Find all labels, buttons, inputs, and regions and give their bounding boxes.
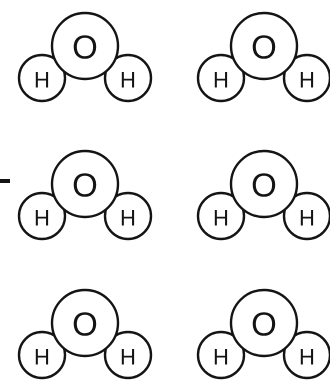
hydrogen-atom-right: H [282,53,330,103]
oxygen-atom: O [50,149,120,219]
oxygen-atom: O [229,288,299,358]
water-molecule: H HO [196,149,330,241]
hydrogen-atom-right: H [103,330,153,380]
oxygen-atom-circle [50,288,120,358]
hydrogen-atom-right-label: H [299,345,315,370]
oxygen-atom: O [229,11,299,81]
hydrogen-atom-left: H [196,53,246,103]
water-molecule: H HO [17,149,153,241]
hydrogen-atom-right-label: H [120,345,136,370]
oxygen-atom-circle [50,11,120,81]
oxygen-atom-label: O [72,306,98,343]
hydrogen-atom-left-circle [17,191,67,241]
hydrogen-atom-right: H [103,191,153,241]
hydrogen-atom-right-circle [103,53,153,103]
hydrogen-atom-left-circle [17,330,67,380]
hydrogen-atom-left-label: H [213,206,229,231]
water-molecule: H HO [17,11,153,103]
oxygen-atom-circle [50,149,120,219]
oxygen-atom-label: O [251,29,277,66]
hydrogen-atom-left: H [17,191,67,241]
water-molecule: H HO [196,288,330,380]
hydrogen-atom-left: H [196,191,246,241]
hydrogen-atom-left-circle [196,330,246,380]
hydrogen-atom-right-circle [282,191,330,241]
hydrogen-atom-left: H [196,330,246,380]
hydrogen-atom-right-label: H [120,68,136,93]
hydrogen-atom-left-circle [196,53,246,103]
oxygen-atom-label: O [251,167,277,204]
hydrogen-atom-left-label: H [34,345,50,370]
oxygen-atom-label: O [72,29,98,66]
hydrogen-atom-right-label: H [299,206,315,231]
water-molecule: H HO [196,11,330,103]
hydrogen-atom-right-circle [282,53,330,103]
hydrogen-atom-left-label: H [34,68,50,93]
oxygen-atom: O [50,288,120,358]
hydrogen-atom-right: H [282,191,330,241]
oxygen-atom-circle [229,149,299,219]
oxygen-atom-label: O [72,167,98,204]
oxygen-atom-circle [229,288,299,358]
hydrogen-atom-left: H [17,330,67,380]
hydrogen-atom-left-label: H [213,68,229,93]
hydrogen-atom-right-circle [103,330,153,380]
hydrogen-atom-left-label: H [34,206,50,231]
hydrogen-atom-right: H [103,53,153,103]
hydrogen-atom-right-circle [103,191,153,241]
hydrogen-atom-left-circle [17,53,67,103]
oxygen-atom-label: O [251,306,277,343]
hydrogen-atom-left-circle [196,191,246,241]
hydrogen-atom-right-label: H [299,68,315,93]
hydrogen-atom-left: H [17,53,67,103]
oxygen-atom: O [50,11,120,81]
hydrogen-atom-right-circle [282,330,330,380]
oxygen-atom: O [229,149,299,219]
oxygen-atom-circle [229,11,299,81]
water-molecule: H HO [17,288,153,380]
hydrogen-atom-left-label: H [213,345,229,370]
hydrogen-atom-right: H [282,330,330,380]
hydrogen-atom-right-label: H [120,206,136,231]
